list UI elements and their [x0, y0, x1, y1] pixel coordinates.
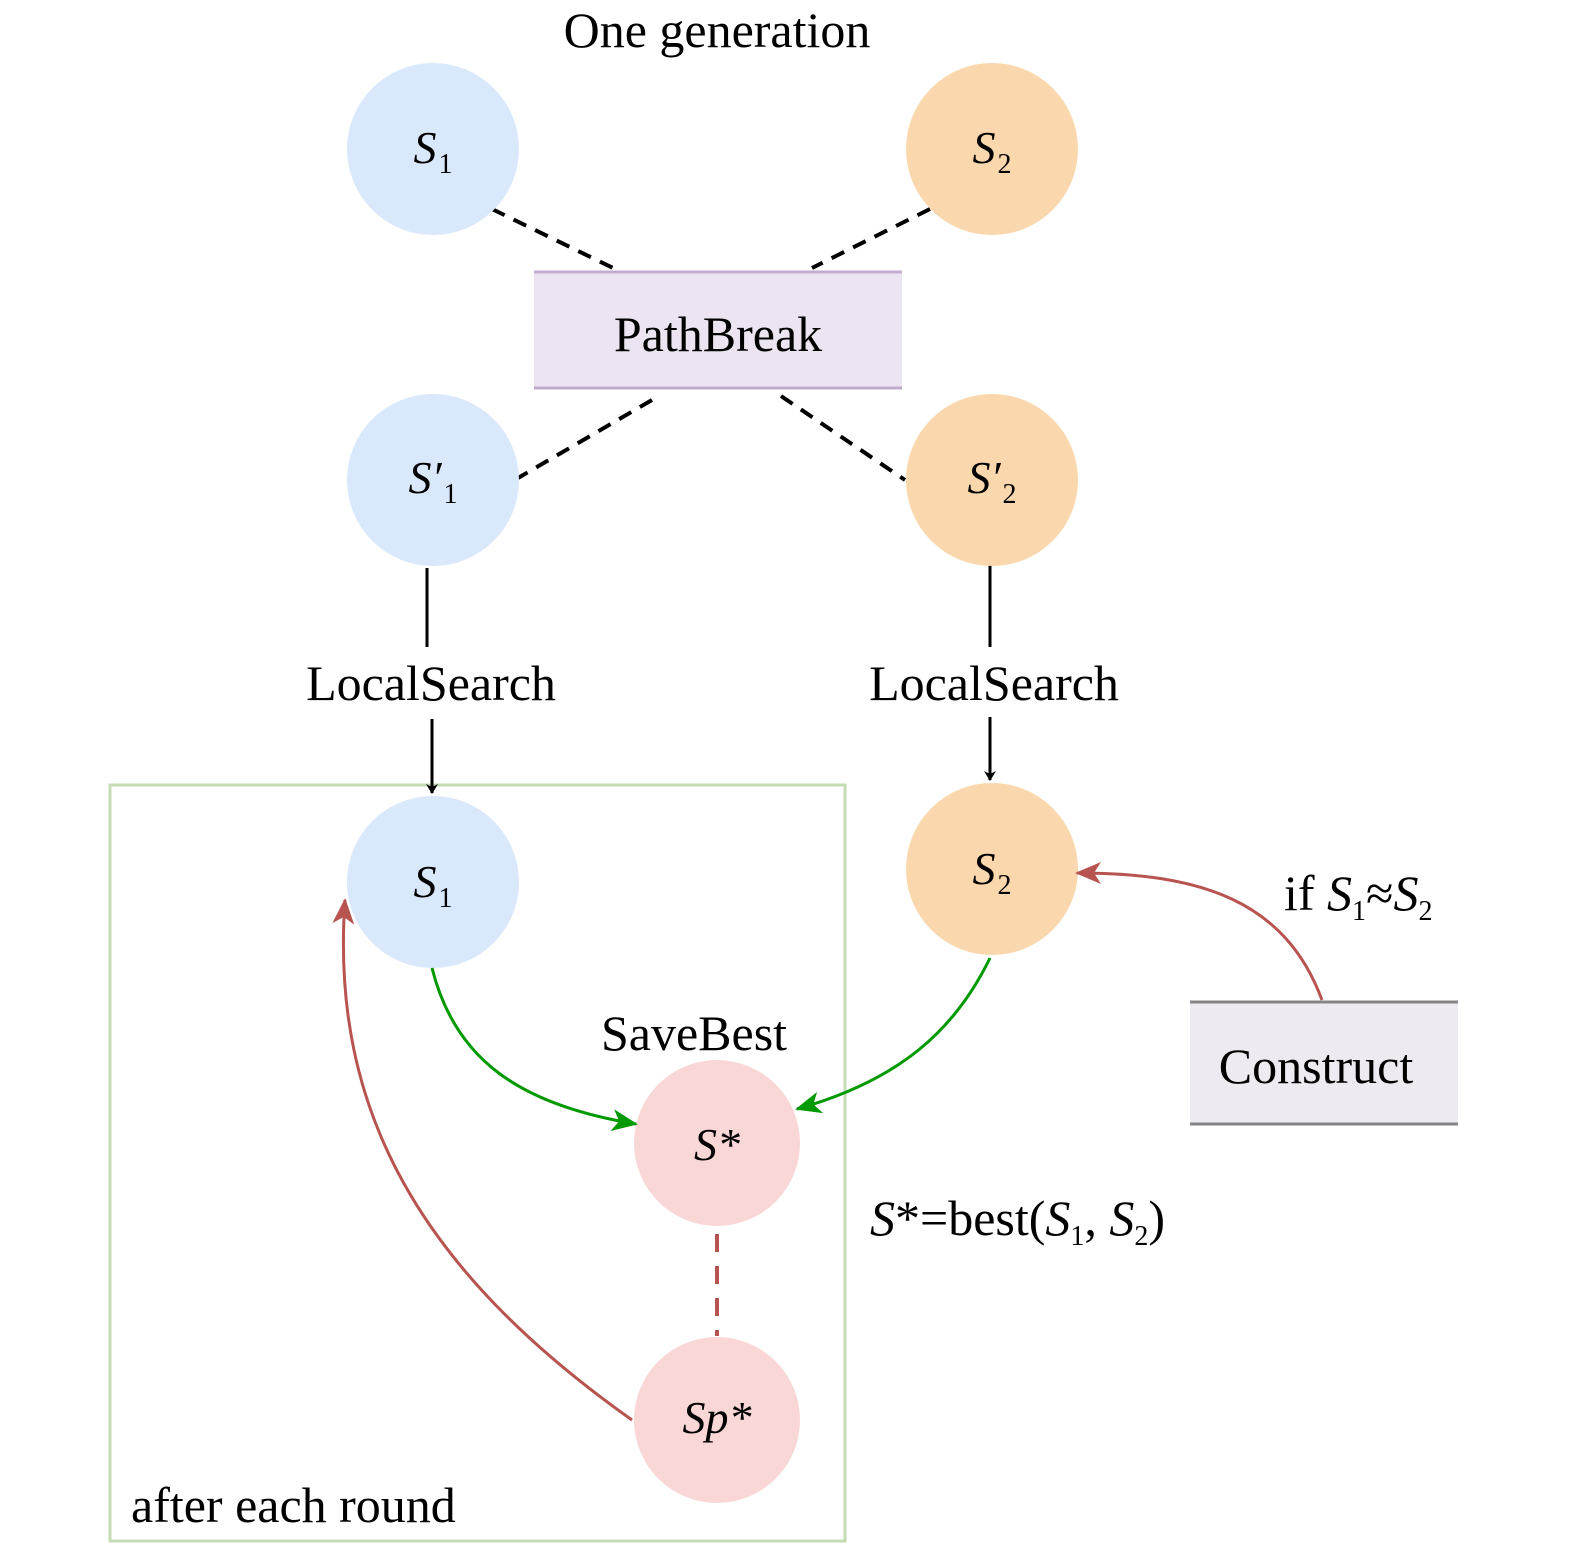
node-sp-star	[634, 1337, 800, 1503]
edge-s1-pathbreak	[491, 207, 614, 270]
label-base: S	[413, 856, 437, 907]
formula-sub1: 1	[1070, 1221, 1085, 1252]
node-s1-top-label: S1	[414, 125, 453, 179]
node-s-star-label: S*	[694, 1119, 740, 1170]
node-s1-top	[347, 63, 519, 235]
edge-pathbreak-s2prime	[779, 394, 907, 482]
label-sub: 1	[438, 883, 453, 914]
node-s2-prime	[906, 394, 1078, 566]
condition-s1: S	[1327, 865, 1353, 921]
label-sub: 2	[1002, 479, 1017, 510]
node-s2-prime-label: S′2	[967, 455, 1016, 509]
localsearch-left-label: LocalSearch	[306, 655, 556, 711]
edge-s1-to-sstar	[430, 967, 638, 1131]
pathbreak-box	[534, 272, 902, 388]
diagram-title: One generation	[563, 2, 871, 58]
label-base: S	[972, 122, 996, 173]
formula-s1: S	[1045, 1190, 1071, 1246]
label-base: S	[413, 122, 437, 173]
formula-func: *=best(	[895, 1190, 1046, 1246]
formula-s2: S	[1109, 1190, 1135, 1246]
formula-sep: ,	[1084, 1190, 1110, 1246]
condition-sub2: 2	[1418, 896, 1433, 927]
label-sub: 1	[438, 149, 453, 180]
after-each-round-label: after each round	[131, 1477, 456, 1533]
construct-label: Construct	[1218, 1038, 1414, 1094]
node-s1-prime	[347, 394, 519, 566]
condition-op: ≈	[1366, 865, 1394, 921]
node-s2-bottom-label: S2	[973, 846, 1012, 900]
condition-sub1: 1	[1352, 896, 1367, 927]
after-each-round-container	[108, 783, 847, 1543]
formula-close: )	[1148, 1190, 1166, 1246]
node-s1-prime-label: S′1	[408, 455, 457, 509]
best-formula-label: S*=best(S1, S2)	[870, 1193, 1165, 1251]
label-sub: 2	[997, 149, 1012, 180]
edge-s2-to-sstar	[795, 957, 992, 1114]
pathbreak-label: PathBreak	[613, 306, 823, 362]
label-base: S	[972, 843, 996, 894]
edge-construct-to-s2	[1075, 862, 1324, 1001]
formula-sub2: 2	[1134, 1221, 1149, 1252]
edge-pathbreak-s1prime	[516, 398, 654, 480]
node-s1-bottom-label: S1	[414, 859, 453, 913]
construct-box	[1190, 1002, 1458, 1124]
edge-spstar-to-s1	[332, 898, 633, 1422]
label-sub: 1	[443, 479, 458, 510]
node-s-star	[634, 1060, 800, 1226]
node-sp-star-label: Sp*	[682, 1392, 752, 1443]
condition-label: if S1≈S2	[1284, 868, 1433, 926]
label-base: S′	[967, 452, 1001, 503]
edge-s2-pathbreak	[811, 207, 931, 270]
condition-prefix: if	[1284, 865, 1328, 921]
node-s1-bottom	[347, 796, 519, 968]
localsearch-right-label: LocalSearch	[869, 655, 1119, 711]
formula-lhs: S	[870, 1190, 895, 1246]
savebest-label: SaveBest	[600, 1005, 788, 1061]
label-sub: 2	[997, 870, 1012, 901]
node-s2-bottom	[906, 783, 1078, 955]
label-base: S′	[408, 452, 442, 503]
node-s2-top-label: S2	[973, 125, 1012, 179]
node-s2-top	[906, 63, 1078, 235]
condition-s2: S	[1393, 865, 1419, 921]
